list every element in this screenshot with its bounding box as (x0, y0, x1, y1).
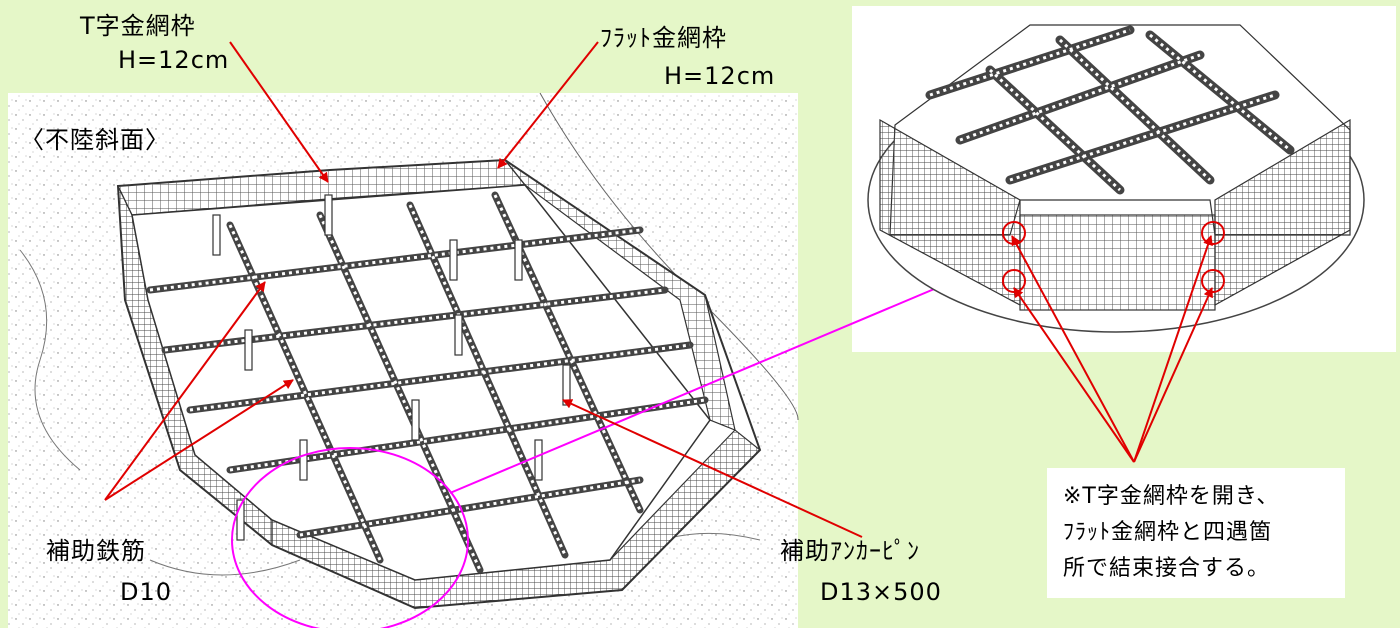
highlight-circle (231, 447, 469, 628)
binding-note-callout: ※T字金網枠を開き、 ﾌﾗｯﾄ金網枠と四遇箇 所で結束接合する。 (1047, 468, 1345, 598)
label-pointer-arrows (104, 41, 1213, 538)
flat-frame-height-label: H=12cm (664, 62, 776, 90)
flat-frame-label: ﾌﾗｯﾄ金網枠 (600, 24, 727, 52)
callout-line-3: 所で結束接合する。 (1063, 556, 1271, 581)
detail-drawing (867, 24, 1365, 333)
aux-rebar-size-label: D10 (120, 578, 173, 606)
detail-pointer-arrow (449, 266, 985, 494)
aux-anchor-pin-size-label: D13×500 (820, 578, 942, 606)
t-frame-label: T字金網枠 (80, 12, 196, 40)
t-frame-height-label: H=12cm (118, 46, 230, 74)
aux-anchor-pin-label: 補助ｱﾝｶｰﾋﾟﾝ (780, 537, 920, 565)
anchor-pins (212, 194, 571, 541)
aux-rebar-label: 補助鉄筋 (46, 537, 146, 565)
callout-line-1: ※T字金網枠を開き、 (1063, 484, 1280, 509)
slope-label: 〈不陸斜面〉 (20, 126, 170, 154)
callout-line-2: ﾌﾗｯﾄ金網枠と四遇箇 (1063, 520, 1273, 545)
